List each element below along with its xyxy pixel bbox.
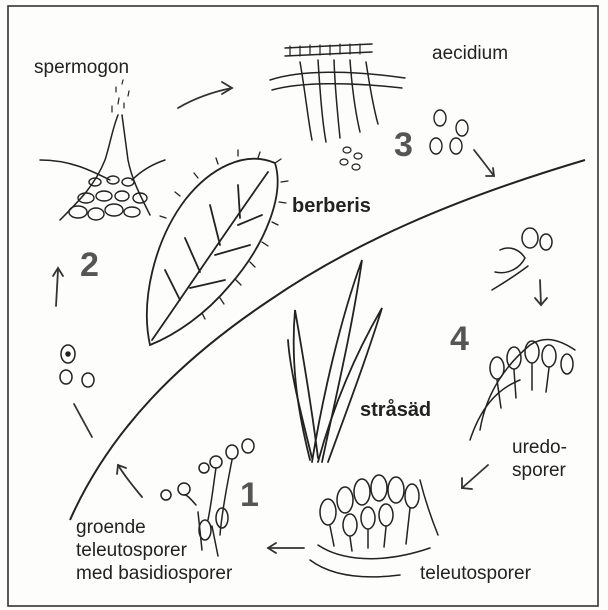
label-groende-line-3: med basidiosporer [76, 562, 232, 585]
label-groende-line-2: teleutosporer [76, 539, 232, 562]
stage-number-4: 4 [450, 322, 469, 356]
arrow-4-down [540, 280, 541, 305]
label-aecidium: aecidium [432, 42, 508, 65]
label-uredo-line-1: uredo- [512, 436, 567, 459]
label-stråsäd: stråsäd [360, 399, 431, 422]
spermogon-structure [40, 80, 165, 220]
arrow-1-to-basidio [118, 465, 142, 497]
uredospores-cluster [470, 340, 575, 440]
label-groende-line-1: groende [76, 516, 232, 539]
teleutospores-cluster [310, 475, 438, 577]
arrow-basidio-up [74, 404, 92, 437]
basidiospores-loose [60, 345, 94, 387]
label-teleutosporer: teleutosporer [420, 562, 531, 585]
arrow-up-to-2 [56, 270, 58, 306]
label-berberis: berberis [292, 195, 371, 218]
arrow-2-to-aecidium-head [222, 82, 232, 94]
stage-number-2: 2 [80, 248, 99, 282]
stage-number-1: 1 [240, 478, 259, 512]
arrow-2-to-aecidium [178, 88, 232, 108]
stage-number-3: 3 [394, 128, 413, 162]
arrow-uredo-to-teleuto [462, 465, 488, 488]
arrow-3-to-4 [474, 150, 494, 176]
berberis-leaf [147, 150, 288, 345]
label-uredo-line-2: sporer [512, 459, 567, 482]
germinating-aecidiospores [492, 228, 552, 290]
label-groende-teleutosporer: groende teleutosporer med basidiosporer [76, 516, 232, 585]
grass-blades [288, 260, 382, 462]
label-uredosporer: uredo- sporer [512, 436, 567, 482]
label-spermogon: spermogon [34, 56, 129, 79]
